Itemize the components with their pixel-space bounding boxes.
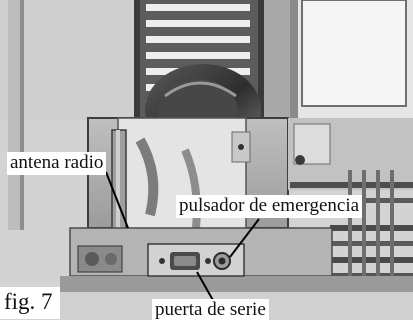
left-frame-edge [20, 0, 24, 230]
left-drive-gear [85, 252, 99, 266]
cable-bundle [135, 137, 159, 217]
bracket-screw [238, 144, 244, 150]
leader-line-emergency [229, 218, 260, 258]
label-puerta-de-serie: puerta de serie [152, 299, 269, 320]
serial-port-pins [174, 256, 196, 266]
window-frame-left [290, 0, 298, 118]
left-frame-rail [8, 0, 20, 230]
serial-screw-right [205, 258, 211, 264]
label-antena-radio: antena radio [7, 152, 107, 175]
right-rail-ribs [348, 170, 394, 280]
figure-caption: fig. 7 [0, 287, 60, 319]
antenna-tube-highlight [116, 130, 120, 262]
base-rail [60, 276, 413, 292]
left-drive-gear-2 [105, 253, 117, 265]
leader-line-antenna [105, 171, 129, 229]
label-pulsador-de-emergencia: pulsador de emergencia [176, 195, 363, 218]
cable-bundle-2 [181, 148, 201, 229]
radiator-side [264, 0, 290, 118]
emergency-button-core [218, 257, 226, 265]
window-glass [301, 0, 407, 107]
right-screw [295, 155, 305, 165]
fan-blade-highlight [164, 81, 237, 98]
serial-screw-left [159, 258, 165, 264]
leader-line-serial [196, 271, 215, 303]
